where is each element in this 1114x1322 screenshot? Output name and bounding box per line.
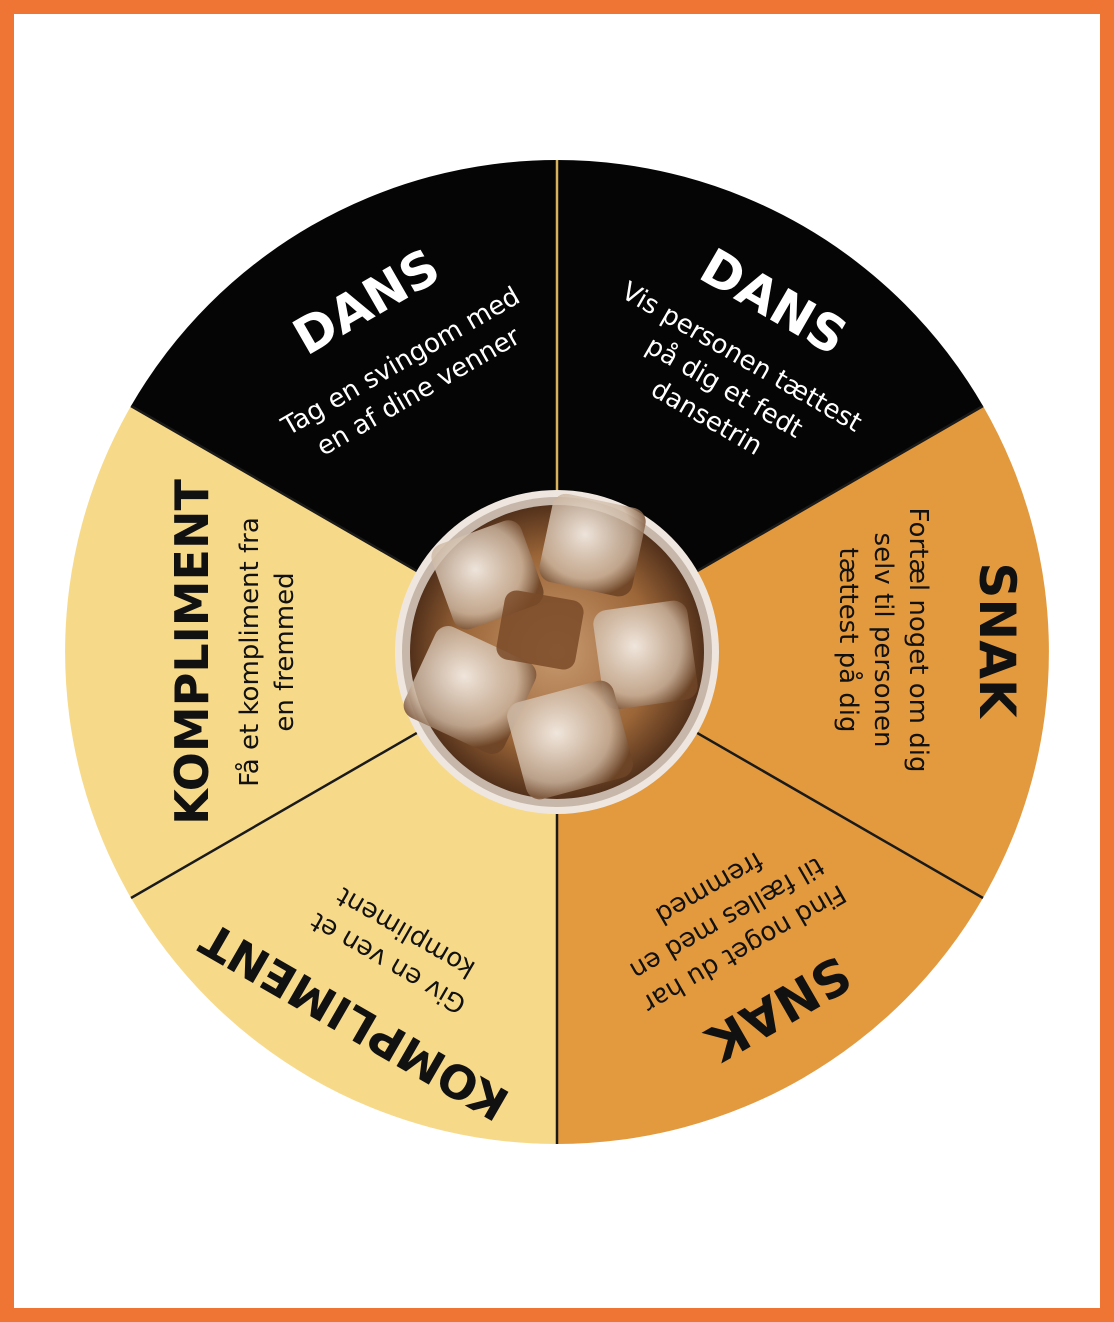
segment-dans-right[interactable] xyxy=(557,160,983,652)
iced-coffee-glass-icon[interactable] xyxy=(395,490,719,814)
segment-kompliment-left[interactable] xyxy=(65,406,557,898)
segment-text-line: en fremmed xyxy=(270,572,300,731)
segment-snak-right[interactable] xyxy=(557,406,1049,898)
segment-dans-left[interactable] xyxy=(131,160,557,652)
label-kompliment-left: KOMPLIMENT Få et kompliment fra en fremm… xyxy=(165,479,300,825)
segment-text-line: tættest på dig xyxy=(833,547,864,732)
segment-text-line: Få et kompliment fra xyxy=(234,517,265,787)
segment-kompliment-bottom[interactable] xyxy=(131,652,557,1144)
segment-title: SNAK xyxy=(968,562,1026,720)
segment-title: KOMPLIMENT xyxy=(165,479,219,825)
segment-text-line: Fortæl noget om dig xyxy=(903,508,933,773)
label-snak-right: SNAK Fortæl noget om dig selv til person… xyxy=(833,508,1026,773)
segment-snak-bottom[interactable] xyxy=(557,652,983,1144)
segment-text-line: selv til personen xyxy=(868,533,898,748)
ice-cube-icon xyxy=(403,493,698,800)
